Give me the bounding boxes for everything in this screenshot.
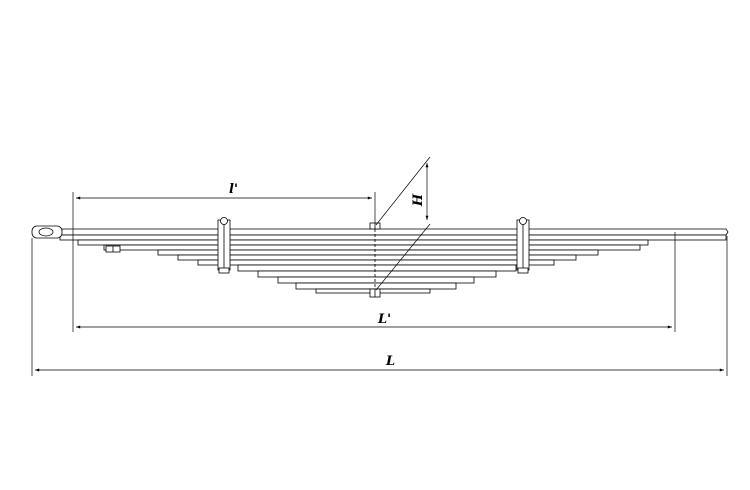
leaf-4 xyxy=(103,244,641,251)
rivet-left xyxy=(105,245,121,253)
leaf-6 xyxy=(177,254,577,261)
clamp-right xyxy=(516,217,530,274)
leaf-2 xyxy=(59,234,727,241)
clamp-left xyxy=(217,217,231,274)
spring-eye-left xyxy=(31,225,63,239)
dimension-total-length xyxy=(31,236,728,376)
leaf-7 xyxy=(197,259,555,266)
dimension-active-length xyxy=(72,232,676,332)
leaf-10 xyxy=(277,276,475,284)
label-total-length: L xyxy=(385,354,395,369)
leaf-3 xyxy=(77,239,649,246)
label-half-length: l' xyxy=(229,182,238,197)
dimension-arc-height xyxy=(375,156,431,291)
dimension-half-length xyxy=(72,192,376,234)
leaf-9 xyxy=(257,270,497,278)
leaf-8 xyxy=(237,264,517,272)
center-bolt xyxy=(369,222,381,298)
label-arc-height: H xyxy=(411,193,426,207)
label-active-length: L' xyxy=(377,312,391,327)
spring-leaf-stack xyxy=(33,228,729,294)
leaf-11 xyxy=(295,282,457,290)
main-leaf xyxy=(33,228,729,236)
